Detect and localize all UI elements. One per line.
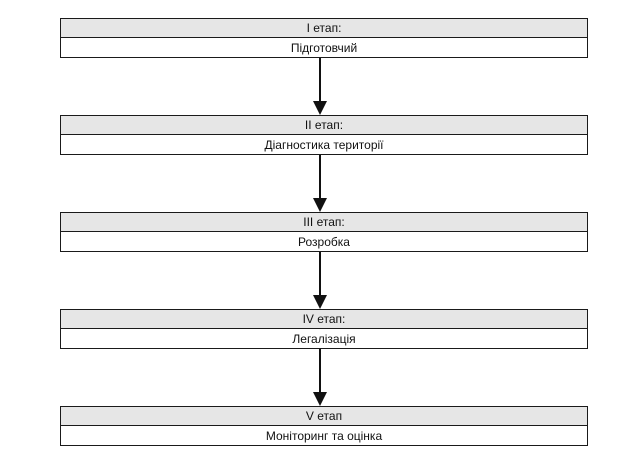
arrow-down-icon [313, 252, 327, 309]
stage-3-title: Розробка [298, 234, 350, 249]
stage-4-header: IV етап: [61, 310, 587, 329]
arrow-down-icon [313, 349, 327, 406]
stage-1-header: I етап: [61, 19, 587, 38]
stage-5-title: Моніторинг та оцінка [265, 428, 383, 443]
stage-2-box: II етап: Діагностика території [60, 115, 588, 155]
stage-4-box: IV етап: Легалізація [60, 309, 588, 349]
stage-1-box: I етап: Підготовчий [60, 18, 588, 58]
arrow-down-icon [313, 155, 327, 212]
stage-5-header: V етап [61, 407, 587, 426]
stage-1-title: Підготовчий [290, 40, 358, 55]
stage-5-box: V етап Моніторинг та оцінка [60, 406, 588, 446]
stage-4-title: Легалізація [292, 331, 356, 346]
stage-3-header: III етап: [61, 213, 587, 232]
stage-2-header: II етап: [61, 116, 587, 135]
stage-3-box: III етап: Розробка [60, 212, 588, 252]
stage-2-title: Діагностика території [264, 137, 384, 152]
arrow-down-icon [313, 58, 327, 115]
